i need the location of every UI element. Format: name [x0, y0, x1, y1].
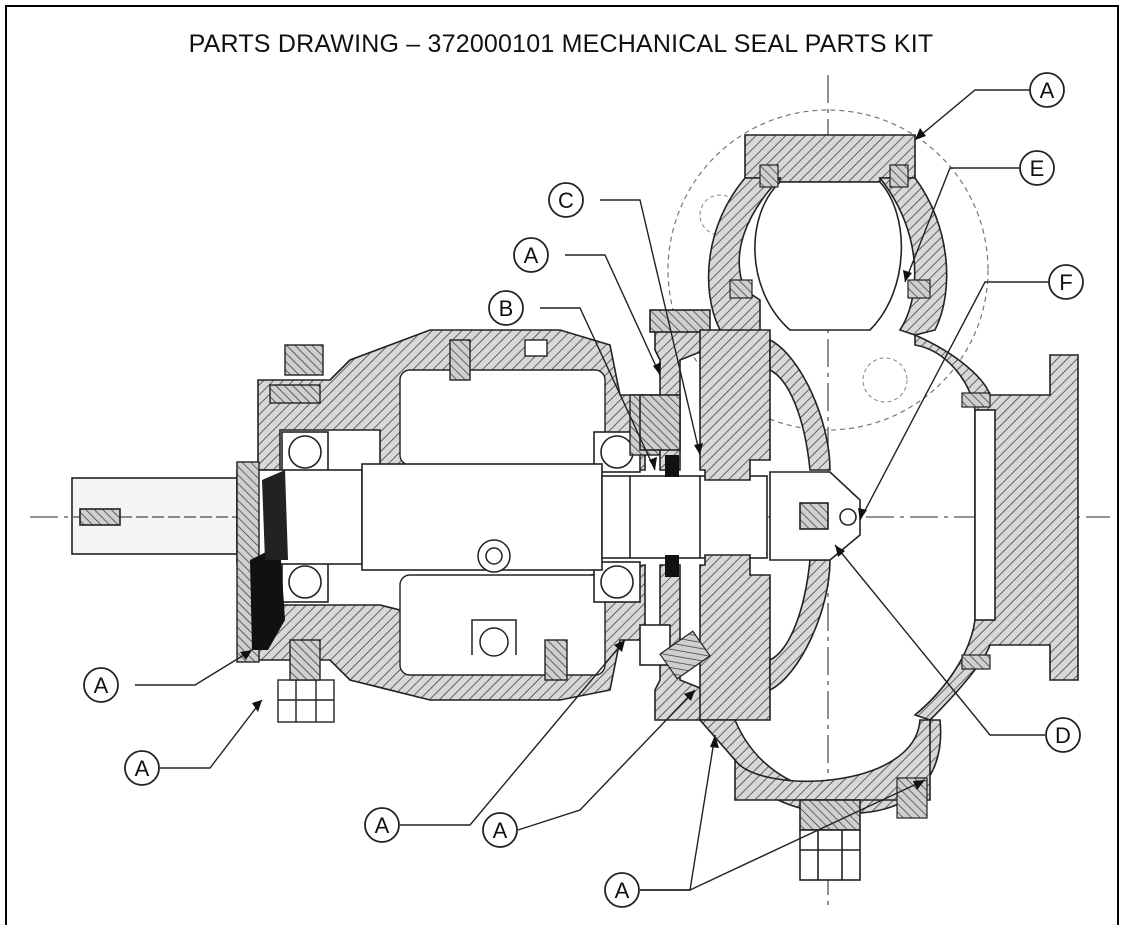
callout-e: E	[1019, 150, 1055, 186]
callout-label: A	[493, 818, 508, 843]
shaft-end	[71, 477, 238, 555]
callout-label: F	[1059, 270, 1072, 295]
drawing-border	[5, 5, 1119, 925]
callout-a-top-right: A	[1029, 72, 1065, 108]
end-cover	[236, 461, 288, 663]
callout-label: A	[1040, 78, 1055, 103]
callout-a-left-lower: A	[124, 750, 160, 786]
callout-b: B	[488, 290, 524, 326]
callout-c: C	[548, 182, 584, 218]
callout-label: A	[524, 243, 539, 268]
callout-a-left: A	[83, 667, 119, 703]
callout-a-bottom: A	[604, 872, 640, 908]
oil-sight	[471, 539, 517, 657]
gaskets	[659, 164, 991, 819]
callout-label: B	[499, 296, 514, 321]
callout-label: C	[558, 188, 574, 213]
callout-label: D	[1055, 723, 1071, 748]
callout-d: D	[1045, 717, 1081, 753]
callouts: A E C A F B A A A D A A	[83, 72, 1084, 908]
callout-f: F	[1048, 264, 1084, 300]
leader-arrowheads	[240, 128, 926, 790]
callout-label: A	[615, 878, 630, 903]
flange-bolt-circle	[667, 109, 989, 431]
callout-a-upper-mid: A	[513, 237, 549, 273]
callout-label: A	[135, 756, 150, 781]
frame-foot	[277, 639, 335, 723]
drawing-title: PARTS DRAWING – 372000101 MECHANICAL SEA…	[188, 30, 934, 58]
callout-label: A	[94, 673, 109, 698]
callout-a-mid-lower: A	[364, 807, 400, 843]
impeller-nut	[769, 471, 861, 561]
leader-lines	[135, 89, 1050, 891]
callout-a-bottom-mid: A	[482, 812, 518, 848]
callout-label: A	[375, 813, 390, 838]
callout-label: E	[1030, 156, 1045, 181]
